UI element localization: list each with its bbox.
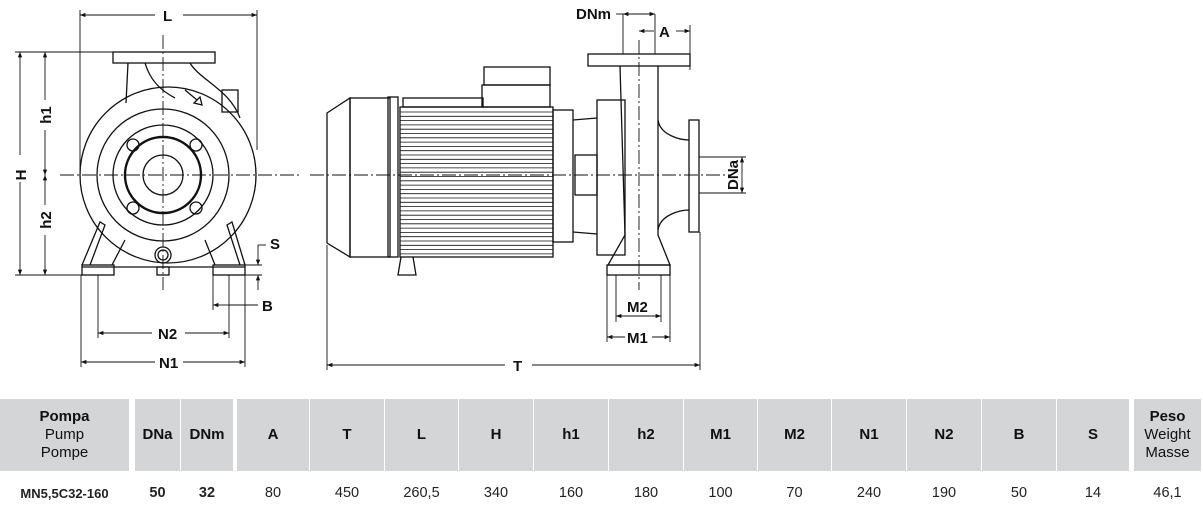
dim-label-T: T (513, 358, 522, 375)
header-col: DNa (135, 399, 180, 471)
row-value: 160 (558, 485, 584, 501)
header-weight: Peso Weight Masse (1134, 399, 1201, 471)
row-value: 240 (856, 485, 882, 501)
dim-label-M1: M1 (627, 330, 648, 347)
header-col: M1 (684, 399, 757, 471)
row-value: 32 (198, 485, 216, 501)
pump-dimension-drawing: L H h1 h2 N2 N1 B S (13, 6, 746, 375)
header-pump-en: Pump (44, 426, 85, 443)
header-pump-fr: Pompe (40, 444, 89, 461)
header-col: A (237, 399, 309, 471)
dim-label-H: H (13, 170, 30, 181)
header-weight-it: Peso (1149, 408, 1186, 425)
row-value: 50 (1010, 485, 1028, 501)
row-model: MN5,5C32-160 (20, 485, 109, 501)
row-value: 340 (483, 485, 509, 501)
header-pump: Pompa Pump Pompe (0, 399, 129, 471)
header-col: h1 (534, 399, 608, 471)
header-col: S (1057, 399, 1129, 471)
header-weight-fr: Masse (1145, 444, 1190, 461)
header-col: N1 (832, 399, 906, 471)
row-value: 180 (633, 485, 659, 501)
header-col: T (310, 399, 384, 471)
dim-label-h1: h1 (38, 106, 55, 124)
motor-fins (400, 111, 553, 255)
front-view: L H h1 h2 N2 N1 B S (13, 8, 300, 372)
row-value: 14 (1084, 485, 1102, 501)
dim-label-M2: M2 (627, 299, 648, 316)
row-value: 100 (708, 485, 733, 501)
row-value: 190 (931, 485, 957, 501)
dim-label-DNm: DNm (576, 6, 611, 23)
row-value: 70 (786, 485, 803, 501)
row-value: 450 (334, 485, 360, 501)
dim-label-h2: h2 (38, 211, 55, 229)
header-col: M2 (758, 399, 831, 471)
dim-label-L: L (163, 8, 172, 25)
dim-label-DNa: DNa (725, 159, 742, 190)
row-value: 260,5 (403, 485, 440, 501)
header-col: B (982, 399, 1056, 471)
row-value: 80 (264, 485, 282, 501)
dim-label-N2: N2 (158, 326, 177, 343)
dim-label-N1: N1 (159, 355, 178, 372)
row-weight: 46,1 (1153, 485, 1182, 501)
dim-label-B: B (262, 298, 273, 315)
dim-label-S: S (270, 236, 280, 253)
header-col: H (459, 399, 533, 471)
dim-label-A: A (659, 24, 670, 41)
header-pump-it: Pompa (39, 408, 90, 425)
row-value: 50 (149, 485, 166, 501)
header-col: h2 (609, 399, 683, 471)
header-col: DNm (181, 399, 233, 471)
header-col: L (385, 399, 458, 471)
header-col: N2 (907, 399, 981, 471)
side-view: T M2 M1 DNm A DNa (310, 6, 746, 375)
header-weight-en: Weight (1144, 426, 1191, 443)
